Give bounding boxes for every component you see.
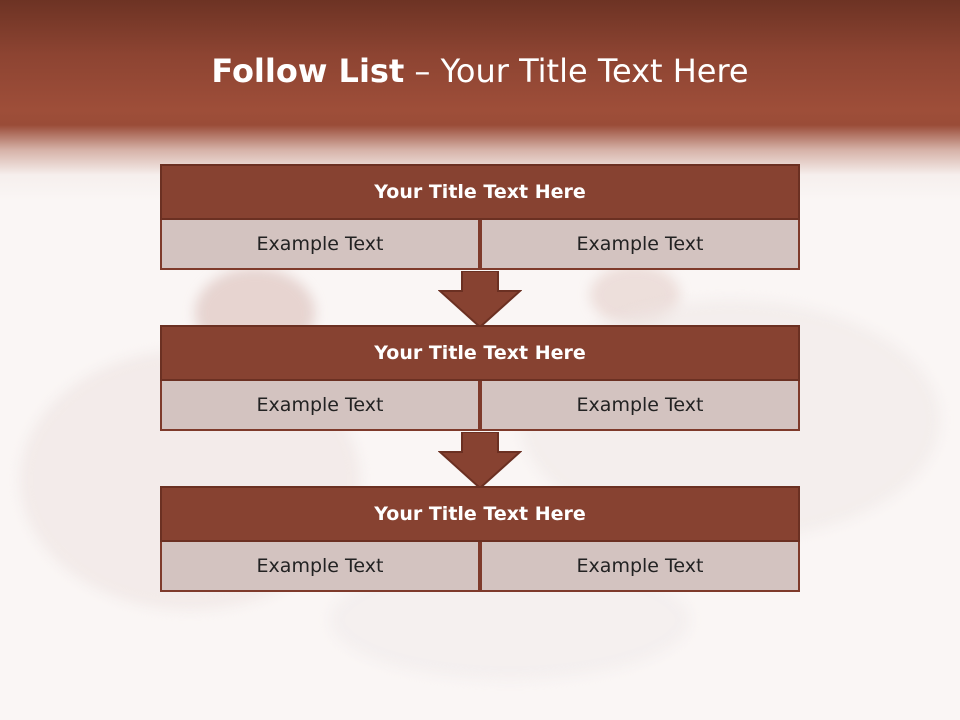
step-cell-left: Example Text	[160, 220, 480, 270]
step-row: Example Text Example Text	[160, 542, 800, 592]
step-cell-left: Example Text	[160, 381, 480, 431]
step-cell-left: Example Text	[160, 542, 480, 592]
step-row: Example Text Example Text	[160, 381, 800, 431]
step-box-3: Your Title Text Here Example Text Exampl…	[160, 486, 800, 592]
slide-title-bold: Follow List	[211, 52, 405, 90]
step-title: Your Title Text Here	[160, 164, 800, 220]
step-box-1: Your Title Text Here Example Text Exampl…	[160, 164, 800, 270]
step-cell-right: Example Text	[480, 220, 800, 270]
down-arrow-icon	[438, 271, 522, 329]
step-cell-right: Example Text	[480, 542, 800, 592]
step-row: Example Text Example Text	[160, 220, 800, 270]
down-arrow-icon	[438, 432, 522, 490]
step-title: Your Title Text Here	[160, 486, 800, 542]
step-title: Your Title Text Here	[160, 325, 800, 381]
slide-title-rest: – Your Title Text Here	[404, 52, 749, 90]
step-box-2: Your Title Text Here Example Text Exampl…	[160, 325, 800, 431]
step-cell-right: Example Text	[480, 381, 800, 431]
slide-title: Follow List – Your Title Text Here	[0, 52, 960, 90]
